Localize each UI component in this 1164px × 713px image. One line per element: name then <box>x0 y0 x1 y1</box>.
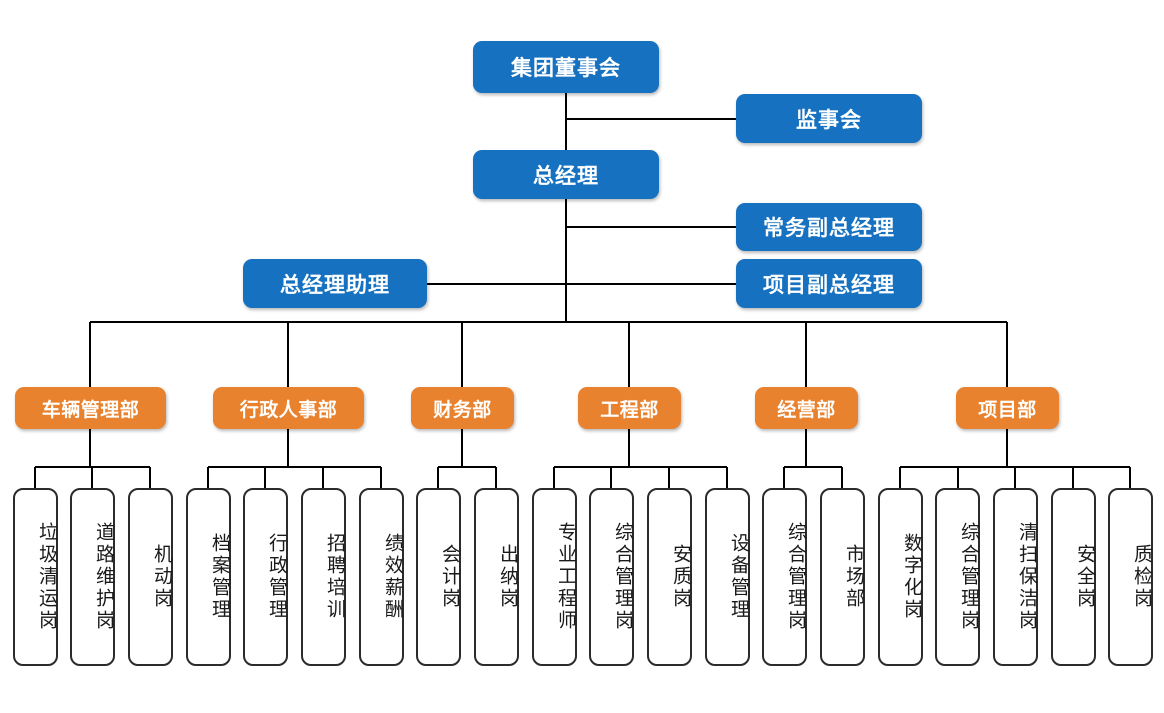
node-department-project[interactable]: 项目部 <box>956 387 1059 429</box>
position-label: 出纳岗 <box>497 544 518 610</box>
node-position-equipment-management[interactable]: 设备管理 <box>705 488 750 666</box>
position-label: 数字化岗 <box>901 533 922 621</box>
node-position-project-general-admin[interactable]: 综合管理岗 <box>935 488 980 666</box>
node-position-archive-management[interactable]: 档案管理 <box>186 488 231 666</box>
position-label: 专业工程师 <box>555 522 576 632</box>
node-position-motor-pool[interactable]: 机动岗 <box>128 488 173 666</box>
node-position-digitalization[interactable]: 数字化岗 <box>878 488 923 666</box>
node-general-manager[interactable]: 总经理 <box>473 150 659 199</box>
node-position-cleaning-sanitation[interactable]: 清扫保洁岗 <box>993 488 1038 666</box>
position-label: 质检岗 <box>1131 544 1152 610</box>
position-label: 行政管理 <box>266 533 287 621</box>
position-label: 垃圾清运岗 <box>36 522 57 632</box>
position-label: 档案管理 <box>209 533 230 621</box>
node-position-market-dept[interactable]: 市场部 <box>820 488 865 666</box>
node-position-safety-post[interactable]: 安全岗 <box>1051 488 1096 666</box>
position-label: 机动岗 <box>151 544 172 610</box>
position-label: 市场部 <box>843 544 864 610</box>
node-position-cashier[interactable]: 出纳岗 <box>474 488 519 666</box>
node-executive-deputy-general-manager[interactable]: 常务副总经理 <box>736 203 922 251</box>
node-position-professional-engineer[interactable]: 专业工程师 <box>532 488 577 666</box>
node-position-quality-inspection[interactable]: 质检岗 <box>1108 488 1153 666</box>
node-department-admin-hr[interactable]: 行政人事部 <box>213 387 364 429</box>
position-label: 安质岗 <box>670 544 691 610</box>
node-position-engineering-general-admin[interactable]: 综合管理岗 <box>589 488 634 666</box>
position-label: 设备管理 <box>728 533 749 621</box>
position-label: 清扫保洁岗 <box>1016 522 1037 632</box>
node-department-vehicle-management[interactable]: 车辆管理部 <box>15 387 166 429</box>
position-label: 综合管理岗 <box>958 522 979 632</box>
node-supervisory-board[interactable]: 监事会 <box>736 94 922 143</box>
node-position-performance-pay[interactable]: 绩效薪酬 <box>359 488 404 666</box>
node-general-manager-assistant[interactable]: 总经理助理 <box>243 259 427 308</box>
node-board[interactable]: 集团董事会 <box>473 41 659 93</box>
node-position-road-maintenance[interactable]: 道路维护岗 <box>70 488 115 666</box>
position-label: 安全岗 <box>1074 544 1095 610</box>
position-label: 综合管理岗 <box>612 522 633 632</box>
position-label: 绩效薪酬 <box>382 533 403 621</box>
node-position-admin-management[interactable]: 行政管理 <box>243 488 288 666</box>
position-label: 会计岗 <box>439 544 460 610</box>
node-department-engineering[interactable]: 工程部 <box>578 387 681 429</box>
node-position-recruit-training[interactable]: 招聘培训 <box>301 488 346 666</box>
position-label: 道路维护岗 <box>93 522 114 632</box>
node-department-operations[interactable]: 经营部 <box>755 387 858 429</box>
node-position-waste-transport[interactable]: 垃圾清运岗 <box>13 488 58 666</box>
node-position-safety-quality[interactable]: 安质岗 <box>647 488 692 666</box>
node-position-accounting[interactable]: 会计岗 <box>416 488 461 666</box>
position-label: 综合管理岗 <box>785 522 806 632</box>
node-department-finance[interactable]: 财务部 <box>411 387 514 429</box>
node-position-operations-general-admin[interactable]: 综合管理岗 <box>762 488 807 666</box>
position-label: 招聘培训 <box>324 533 345 621</box>
node-project-deputy-general-manager[interactable]: 项目副总经理 <box>736 259 922 308</box>
